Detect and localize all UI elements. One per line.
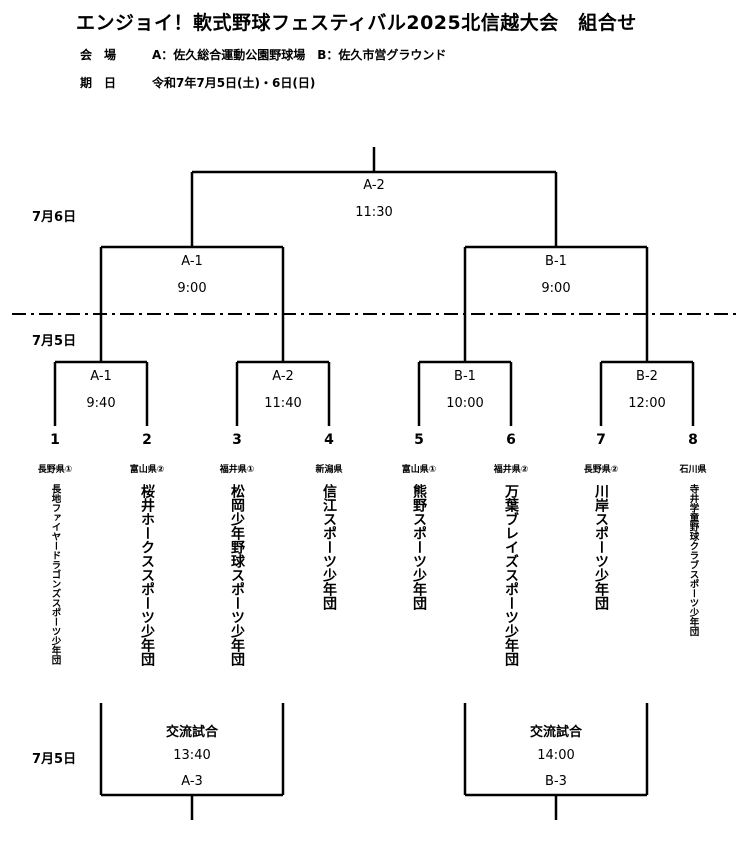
round1-b1-court: B-1 xyxy=(454,369,476,384)
venue-label: 会 場 xyxy=(80,48,117,62)
team-8-name: 寺井学童野球クラブスポーツ少年団 xyxy=(687,484,699,636)
team-2-name: 桜井ホークススポーツ少年団 xyxy=(139,484,155,666)
semi-left-time: 9:00 xyxy=(177,281,207,296)
team-7-prefecture: 長野県② xyxy=(583,465,619,475)
team-1-name: 長地ファイヤードラゴンズスポーツ少年団 xyxy=(49,484,61,665)
round1-b2-court: B-2 xyxy=(636,369,658,384)
round1-b1-time: 10:00 xyxy=(446,396,484,411)
semi-left-court: A-1 xyxy=(181,254,203,269)
team-6-number: 6 xyxy=(506,432,516,448)
semi-right-time: 9:00 xyxy=(541,281,571,296)
team-6-name: 万葉ブレイズスポーツ少年団 xyxy=(503,484,519,666)
team-3-number: 3 xyxy=(232,432,242,448)
team-3-name: 松岡少年野球スポーツ少年団 xyxy=(229,484,245,666)
team-7-number: 7 xyxy=(596,432,606,448)
consolation-left-label: 交流試合 xyxy=(165,725,219,740)
schedule-value: 令和7年7月5日(土)・6日(日) xyxy=(152,76,316,90)
team-1-number: 1 xyxy=(50,432,60,448)
team-5-name: 熊野スポーツ少年団 xyxy=(411,484,427,610)
team-4-number: 4 xyxy=(324,432,334,448)
final-court: A-2 xyxy=(363,178,385,193)
round1-a1-court: A-1 xyxy=(90,369,112,384)
consolation-right-court: B-3 xyxy=(545,774,567,789)
team-6-prefecture: 福井県② xyxy=(493,465,529,475)
schedule-label: 期 日 xyxy=(80,76,117,90)
consolation-left-court: A-3 xyxy=(181,774,203,789)
date-label-day5-top: 7月5日 xyxy=(32,334,77,349)
page-title: エンジョイ！軟式野球フェスティバル2025北信越大会 組合せ xyxy=(76,12,637,34)
team-1-prefecture: 長野県① xyxy=(37,465,73,475)
consolation-right-label: 交流試合 xyxy=(529,725,583,740)
final-time: 11:30 xyxy=(355,205,393,220)
team-3-prefecture: 福井県① xyxy=(219,465,255,475)
venue-value: A：佐久総合運動公園野球場 B：佐久市営グラウンド xyxy=(152,48,447,62)
round1-a1-time: 9:40 xyxy=(86,396,116,411)
team-4-prefecture: 新潟県 xyxy=(315,465,343,475)
team-5-prefecture: 富山県① xyxy=(401,465,437,475)
round1-a2-court: A-2 xyxy=(272,369,294,384)
team-4-name: 信江スポーツ少年団 xyxy=(321,484,337,610)
consolation-left-time: 13:40 xyxy=(173,748,211,763)
team-7-name: 川岸スポーツ少年団 xyxy=(593,484,609,610)
date-label-day5-bottom: 7月5日 xyxy=(32,752,77,767)
consolation-right-time: 14:00 xyxy=(537,748,575,763)
team-5-number: 5 xyxy=(414,432,424,448)
round1-a2-time: 11:40 xyxy=(264,396,302,411)
team-2-number: 2 xyxy=(142,432,152,448)
team-2-prefecture: 富山県② xyxy=(129,465,165,475)
round1-b2-time: 12:00 xyxy=(628,396,666,411)
team-8-number: 8 xyxy=(688,432,698,448)
semi-right-court: B-1 xyxy=(545,254,567,269)
date-label-day6: 7月6日 xyxy=(32,210,77,225)
team-8-prefecture: 石川県 xyxy=(679,465,707,475)
